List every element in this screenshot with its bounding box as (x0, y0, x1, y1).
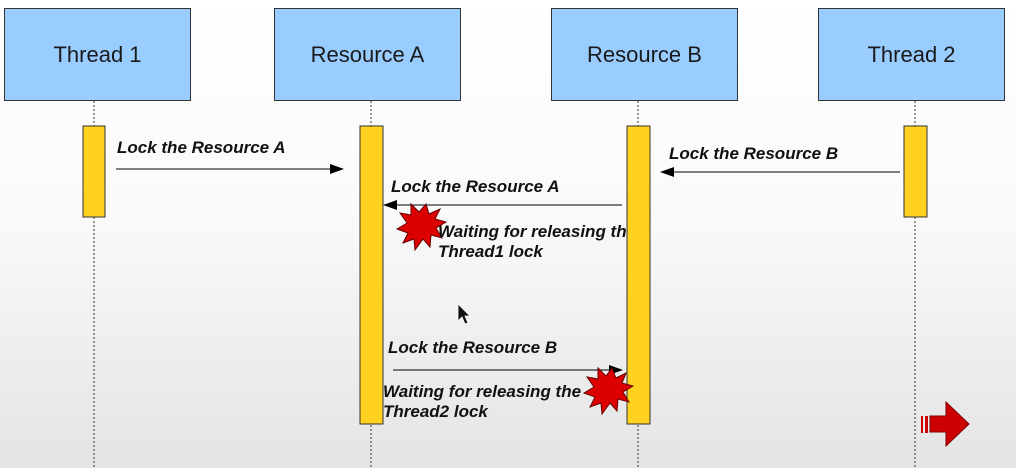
message-label-thread1-lock-a: Lock the Resource A (117, 138, 286, 157)
activation-thread-2 (903, 125, 928, 218)
participant-thread-1: Thread 1 (4, 8, 191, 101)
participant-label: Thread 1 (53, 41, 142, 67)
participant-label: Thread 2 (867, 41, 956, 67)
activation-thread-1 (82, 125, 106, 218)
participant-label: Resource B (587, 41, 702, 67)
note-line: Waiting for releasing the (438, 222, 626, 241)
explosion-burst-icon (582, 366, 635, 416)
participant-resource-b: Resource B (551, 8, 738, 101)
activation-resource-b (626, 125, 651, 425)
note-line: Thread1 lock (438, 242, 543, 261)
message-label-thread2-lock-b: Lock the Resource B (669, 144, 839, 163)
next-arrow-icon[interactable] (921, 400, 970, 448)
note-line: Thread2 lock (383, 402, 488, 421)
note-line: Waiting for releasing the (383, 382, 582, 401)
mouse-pointer-icon (457, 303, 471, 325)
participant-thread-2: Thread 2 (818, 8, 1005, 101)
explosion-burst-icon (395, 202, 448, 252)
message-label-lock-b: Lock the Resource B (388, 338, 558, 357)
waiting-note-thread1: Waiting for releasing the Thread1 lock (438, 222, 626, 262)
waiting-note-thread2: Waiting for releasing the Thread2 lock (383, 382, 601, 422)
message-label-lock-a: Lock the Resource A (391, 177, 560, 196)
activation-resource-a (359, 125, 384, 425)
participant-label: Resource A (310, 41, 425, 67)
participant-resource-a: Resource A (274, 8, 461, 101)
